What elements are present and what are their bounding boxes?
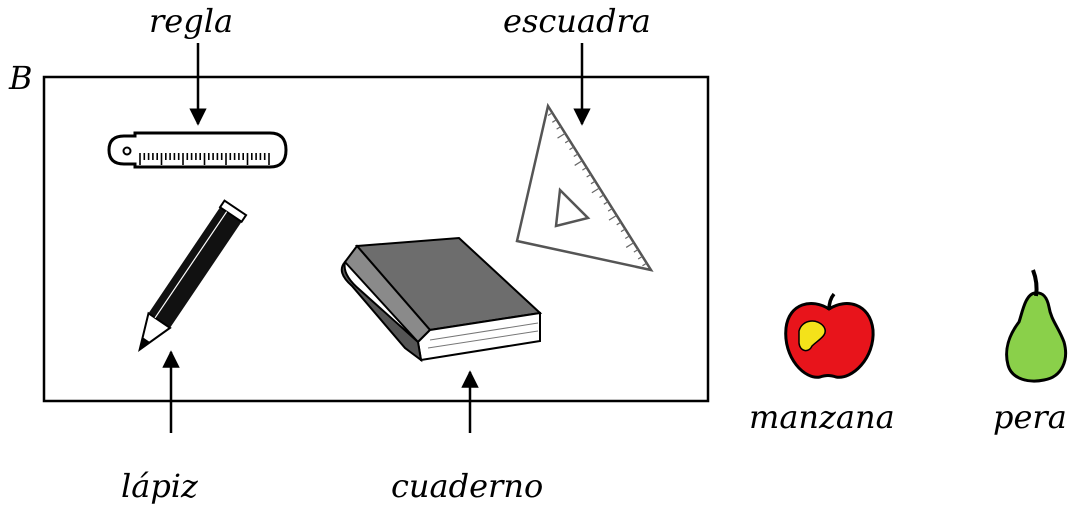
pencil-icon <box>138 199 248 352</box>
label-escuadra: escuadra <box>503 2 651 40</box>
set-square-tick <box>574 160 583 166</box>
set-square-tick <box>586 173 592 178</box>
set-square-tick <box>569 146 575 151</box>
set-b-box <box>42 75 710 403</box>
label-pera: pera <box>993 398 1067 436</box>
set-square-tick <box>607 207 613 212</box>
set-square-tick <box>556 125 562 130</box>
set-square-tick <box>557 132 566 139</box>
label-regla: regla <box>149 2 234 40</box>
set-square-tick <box>637 255 643 260</box>
set-square-tick <box>642 262 648 267</box>
set-square-icon <box>515 102 654 272</box>
set-label-b: B <box>9 59 33 97</box>
set-square-tick <box>608 214 617 221</box>
set-square-tick <box>591 187 600 194</box>
set-square-tick <box>624 235 630 239</box>
set-square-tick <box>590 180 596 185</box>
set-square-tick <box>582 166 587 171</box>
set-square-tick <box>552 119 557 123</box>
set-square-tick <box>564 139 570 144</box>
set-square-tick <box>616 221 622 226</box>
label-cuaderno: cuaderno <box>391 467 544 505</box>
notebook-icon <box>340 236 543 363</box>
apple-icon <box>784 292 875 379</box>
pear-icon <box>1005 269 1068 383</box>
set-square-tick <box>620 228 626 233</box>
set-square-tick <box>573 153 579 157</box>
label-lapiz: lápiz <box>121 467 198 505</box>
set-square-tick <box>603 201 609 205</box>
ruler-icon <box>107 131 288 169</box>
set-square-tick <box>599 194 605 198</box>
set-square-tick <box>633 248 639 253</box>
set-square-tick <box>547 112 553 116</box>
label-manzana: manzana <box>749 398 895 436</box>
set-square-tick <box>625 242 635 248</box>
